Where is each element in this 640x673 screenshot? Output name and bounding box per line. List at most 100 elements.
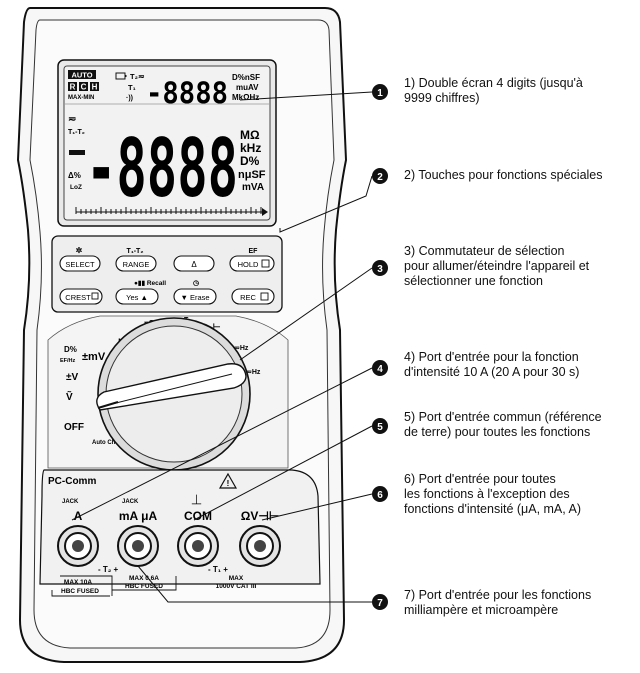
ground-icon: ⏊: [191, 494, 202, 505]
callout-number-5: 5: [377, 422, 383, 433]
pc-comm-label: PC-Comm: [48, 476, 96, 487]
callout-3-line-2: pour allumer/éteindre l'appareil et: [404, 259, 590, 273]
dial-label-v-ac: Ṽ: [66, 390, 73, 403]
callout-number-1: 1: [377, 88, 383, 99]
range-r-label: R: [70, 83, 76, 92]
hold-button-label: HOLD: [238, 260, 259, 269]
jack-ma-tag: JACK: [122, 499, 139, 505]
secondary-units-3: MkΩHz: [232, 93, 259, 102]
callout-caption-2: 2) Touches pour fonctions spéciales: [404, 168, 603, 183]
rec-key-icon: [260, 292, 269, 301]
hold-key-icon: [261, 259, 270, 268]
secondary-units-2: muAV: [236, 83, 259, 92]
secondary-t2-label: T₂: [130, 72, 138, 81]
jack-ma-ua-label: mA μA: [119, 509, 158, 523]
jack-a-tag: JACK: [62, 499, 79, 505]
jack-v-label: ΩV⊣⊢: [241, 509, 280, 523]
yes-up-button[interactable]: Yes ▲: [115, 288, 159, 305]
button-panel: [51, 235, 283, 313]
callout-4-line-1: 4) Port d'entrée pour la fonction: [404, 350, 579, 364]
callout-badge-5: 5: [372, 418, 388, 434]
dial-label-ma-hz: ≂Hz: [234, 345, 249, 352]
callout-1-line-2: 9999 chiffres): [404, 91, 480, 105]
switch-pointer: [97, 400, 119, 410]
callout-badge-4: 4: [372, 360, 388, 376]
crest-button-label: CREST: [65, 293, 91, 302]
callout-number-4: 4: [377, 364, 383, 375]
callout-7-line-2: milliampère et microampère: [404, 603, 559, 617]
leader-lines: [71, 91, 373, 603]
callout-badge-3: 3: [372, 260, 388, 276]
battery-icon: [115, 72, 127, 80]
range-h-label: H: [92, 83, 98, 92]
t1t2-key-label: T₁-T₂: [127, 248, 144, 255]
dial-label-autocheck: Auto Check: [92, 440, 126, 446]
fuse-ma-rating: MAX 0.6A: [129, 575, 159, 582]
secondary-units-1: D%nSF: [232, 73, 260, 82]
rec-button[interactable]: REC: [231, 288, 275, 305]
callout-6-line-1: 6) Port d'entrée pour toutes: [404, 472, 556, 486]
crest-button[interactable]: CREST: [59, 288, 103, 305]
main-ac-icon: ≂: [68, 114, 76, 125]
main-units-dpercent: D%: [240, 154, 260, 168]
callout-number-2: 2: [377, 172, 383, 183]
callout-badge-2: 2: [372, 168, 388, 184]
callout-caption-3: 3) Commutateur de sélection pour allumer…: [404, 244, 589, 289]
jack-com[interactable]: [177, 525, 219, 567]
switch-knob-ridge: [111, 373, 233, 405]
callout-caption-5: 5) Port d'entrée commun (référence de te…: [404, 410, 602, 440]
callout-2-line-1: 2) Touches pour fonctions spéciales: [404, 168, 603, 182]
jack-v[interactable]: [239, 525, 281, 567]
main-display-digits: -8888: [86, 122, 238, 215]
rch-badges: R C H: [68, 82, 99, 92]
main-units-nsf: nμSF: [238, 169, 266, 181]
jack-a[interactable]: [57, 525, 99, 567]
dial-label-v-dc: ±V: [66, 372, 78, 383]
rotary-switch[interactable]: [96, 317, 251, 471]
callout-7-line-1: 7) Port d'entrée pour les fonctions: [404, 588, 592, 602]
range-button[interactable]: RANGE: [115, 255, 157, 272]
auto-label: AUTO: [71, 71, 92, 80]
callout-6-line-3: fonctions d'intensité (μA, mA, A): [404, 502, 582, 516]
callout-badge-1: 1: [372, 84, 388, 100]
hold-button[interactable]: HOLD: [229, 255, 275, 272]
delta-button-label: Δ: [191, 260, 197, 269]
secondary-display-digits: -8888: [146, 76, 228, 110]
callout-number-7: 7: [377, 598, 383, 609]
callout-caption-1: 1) Double écran 4 digits (jusqu'à 9999 c…: [404, 76, 583, 106]
callout-badge-6: 6: [372, 486, 388, 502]
backlight-icon: ✲: [76, 246, 83, 255]
callout-3-line-3: sélectionner une fonction: [404, 274, 543, 288]
delta-percent-label: Δ%: [68, 171, 81, 180]
callout-3-line-1: 3) Commutateur de sélection: [404, 244, 565, 258]
jack-com-label: COM: [184, 509, 212, 523]
warning-icon: !: [218, 472, 238, 489]
fuse-a-type: HBC FUSED: [61, 588, 99, 595]
t1-polarity-label: - T₁ +: [208, 565, 228, 574]
callout-caption-7: 7) Port d'entrée pour les fonctions mill…: [404, 588, 591, 618]
dial-label-mv-dc: ±mV: [82, 351, 106, 363]
callout-4-line-2: d'intensité 10 A (20 A pour 30 s): [404, 365, 580, 379]
range-c-label: C: [81, 83, 87, 92]
jack-ma-ua[interactable]: [117, 525, 159, 567]
crest-key-icon: [91, 292, 99, 300]
rec-button-label: REC: [240, 293, 256, 302]
select-button[interactable]: SELECT: [59, 255, 101, 272]
max-voltage-label: MAX: [229, 575, 244, 582]
main-units-ohm: MΩ: [240, 128, 260, 142]
down-erase-button[interactable]: ▼ Erase: [173, 288, 217, 305]
callout-5-line-1: 5) Port d'entrée commun (référence: [404, 410, 602, 424]
callout-1-line-1: 1) Double écran 4 digits (jusqu'à: [404, 76, 583, 90]
delta-button[interactable]: Δ: [173, 255, 215, 272]
callout-5-line-2: de terre) pour toutes les fonctions: [404, 425, 591, 439]
main-t1t2-label: T₁-T₂: [68, 129, 85, 136]
down-erase-button-label: ▼ Erase: [180, 293, 209, 302]
fuse-ma-type: HBC FUSED: [125, 583, 163, 590]
callout-badge-7: 7: [372, 594, 388, 610]
lcd-screen: [63, 65, 271, 221]
dial-label-ef-hz: EF/Hz: [60, 358, 76, 364]
minus-segment: [69, 150, 85, 155]
fuse-a-rating: MAX 10A: [64, 579, 92, 586]
t2-polarity-label: - T₂ +: [98, 565, 119, 574]
